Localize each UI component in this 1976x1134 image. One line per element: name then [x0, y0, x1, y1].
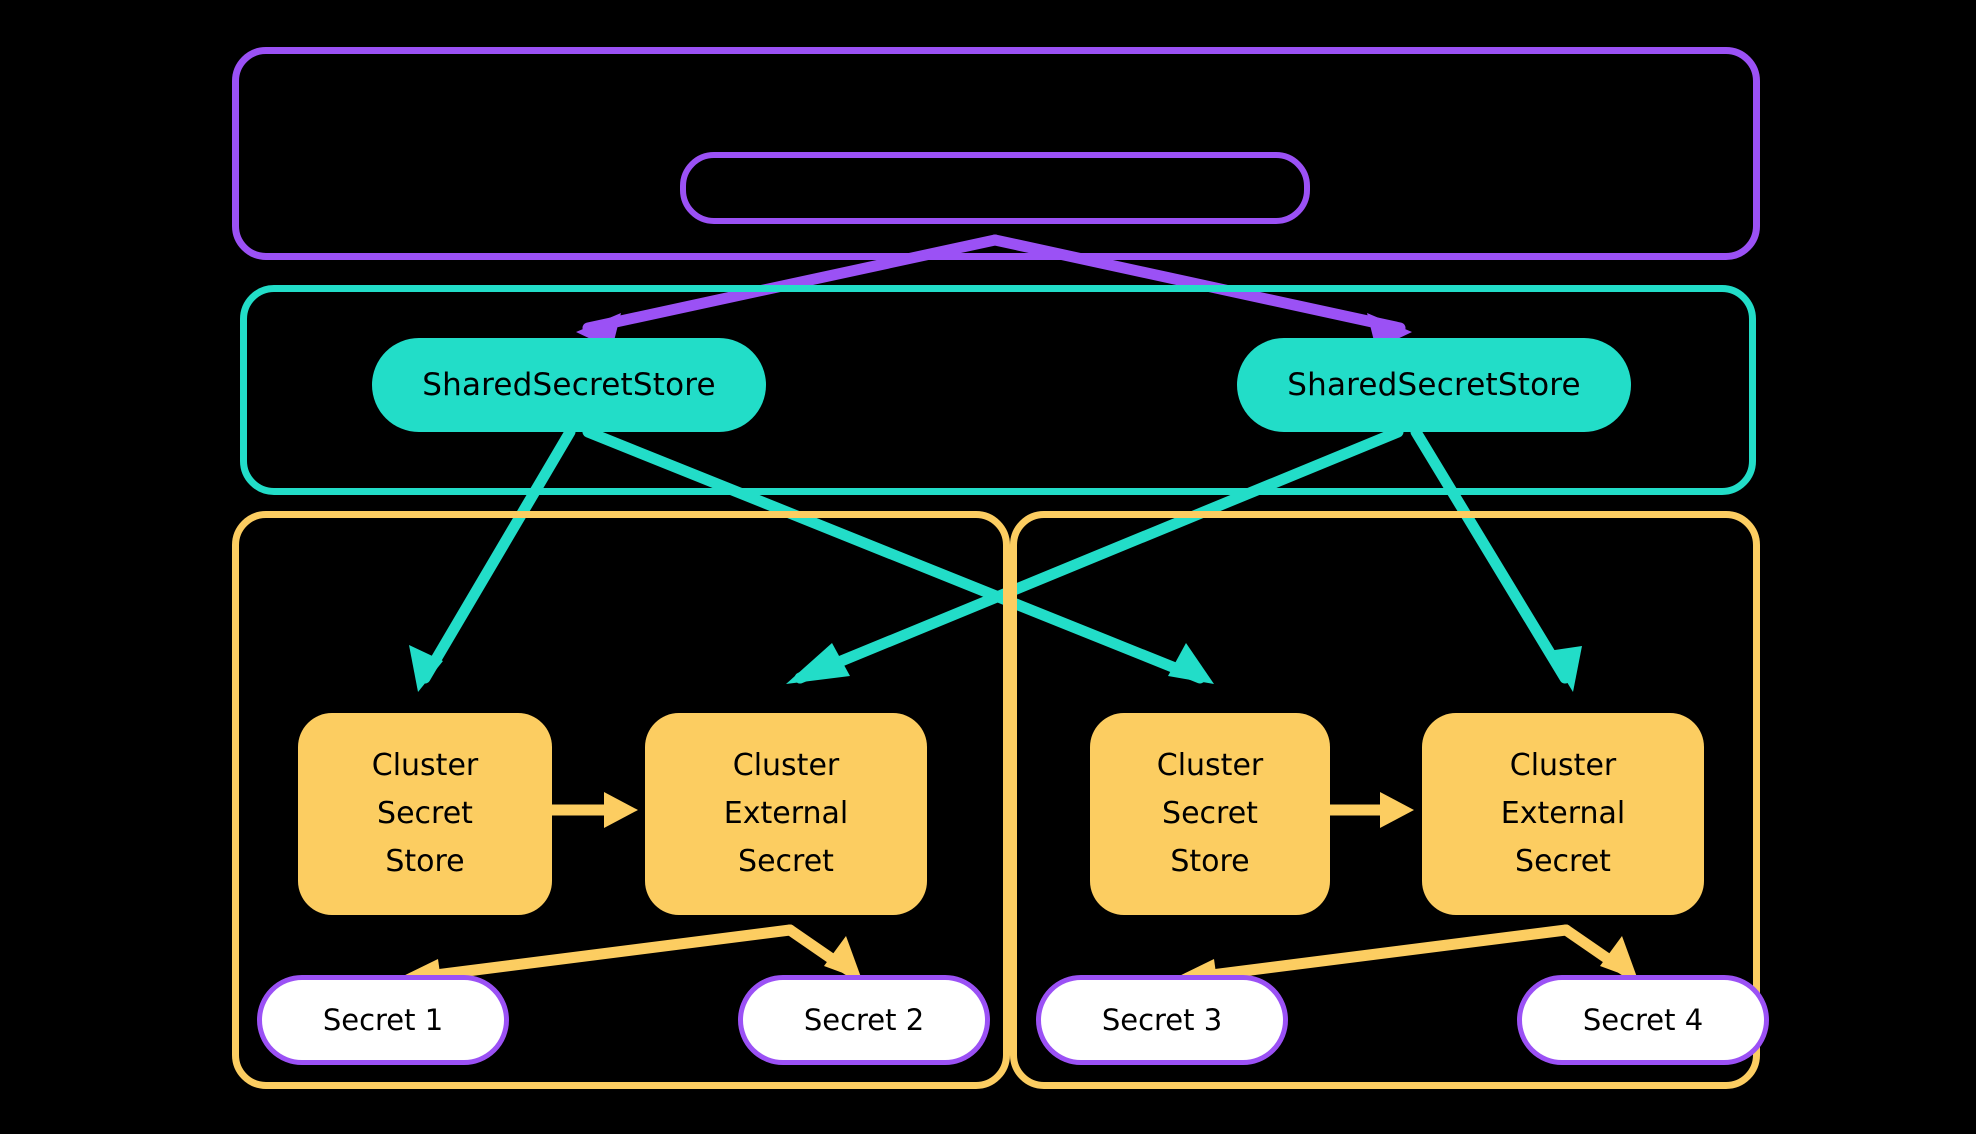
edge-css-left-to-ces-left: [552, 792, 638, 828]
shared-secret-store-left-label: SharedSecretStore: [422, 367, 716, 403]
cluster-secret-store-left[interactable]: Cluster Secret Store: [298, 713, 552, 915]
shared-secret-store-layer-group: [240, 285, 1756, 495]
secret-2[interactable]: Secret 2: [738, 975, 990, 1065]
management-cluster-group: [232, 47, 1760, 260]
cluster-external-secret-right-label: Cluster External Secret: [1500, 748, 1626, 879]
cluster-group-right: [1010, 511, 1760, 1089]
edge-css-right-to-ces-right: [1328, 792, 1414, 828]
edge-shared-left-to-css-right: [582, 426, 1214, 684]
management-inner-pill[interactable]: [680, 152, 1310, 224]
cluster-external-secret-right[interactable]: Cluster External Secret: [1422, 713, 1704, 915]
shared-secret-store-right-label: SharedSecretStore: [1287, 367, 1581, 403]
secret-4-label: Secret 4: [1582, 1003, 1704, 1037]
edge-shared-right-to-ces-left: [786, 426, 1404, 684]
cluster-secret-store-right[interactable]: Cluster Secret Store: [1090, 713, 1330, 915]
edge-ces-left-to-secret-2: [784, 924, 862, 980]
secret-2-label: Secret 2: [803, 1003, 925, 1037]
edge-ces-right-to-secret-4: [1560, 924, 1638, 980]
secret-1[interactable]: Secret 1: [257, 975, 509, 1065]
edge-shared-left-to-css-left: [409, 426, 576, 692]
shared-secret-store-left[interactable]: SharedSecretStore: [372, 338, 766, 432]
secret-1-label: Secret 1: [322, 1003, 444, 1037]
secret-3-label: Secret 3: [1101, 1003, 1223, 1037]
cluster-external-secret-left-label: Cluster External Secret: [723, 748, 849, 879]
cluster-group-left: [232, 511, 1010, 1089]
edge-shared-right-to-ces-right: [1410, 426, 1582, 692]
cluster-secret-store-left-label: Cluster Secret Store: [371, 748, 479, 879]
secret-4[interactable]: Secret 4: [1517, 975, 1769, 1065]
secret-3[interactable]: Secret 3: [1036, 975, 1288, 1065]
cluster-secret-store-right-label: Cluster Secret Store: [1156, 748, 1264, 879]
shared-secret-store-right[interactable]: SharedSecretStore: [1237, 338, 1631, 432]
cluster-external-secret-left[interactable]: Cluster External Secret: [645, 713, 927, 915]
